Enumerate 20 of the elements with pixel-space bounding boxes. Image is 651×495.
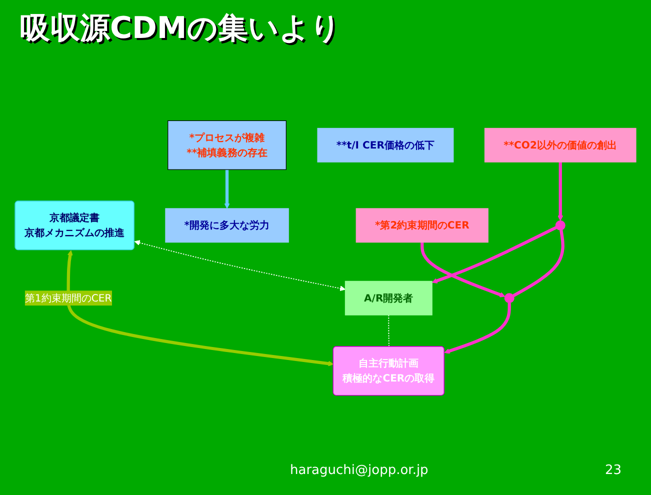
node-box: **t/I CER価格の低下: [317, 128, 454, 162]
arrow: [432, 226, 557, 284]
node-box: *プロセスが複雑 **補填義務の存在: [168, 120, 286, 170]
connector: [388, 314, 390, 348]
arrow: [66, 250, 334, 366]
node-box: *第2約束期間のCER: [356, 208, 488, 243]
node-box: *開発に多大な労力: [165, 208, 289, 243]
connector: [512, 230, 564, 298]
node-box: A/R開発者: [344, 280, 432, 316]
arrow: [224, 170, 230, 209]
arrow: [444, 302, 511, 354]
email-address: haraguchi@jopp.or.jp: [290, 463, 428, 478]
node-box: **CO2以外の価値の創出: [484, 128, 636, 162]
arrow: [134, 240, 346, 292]
node-circle: [555, 220, 566, 230]
node-circle: [504, 293, 514, 304]
page-number: 23: [605, 463, 622, 478]
arrow: [420, 242, 506, 298]
slide-title: 吸収源CDMの集いより: [20, 10, 341, 48]
arrow: [558, 162, 564, 221]
